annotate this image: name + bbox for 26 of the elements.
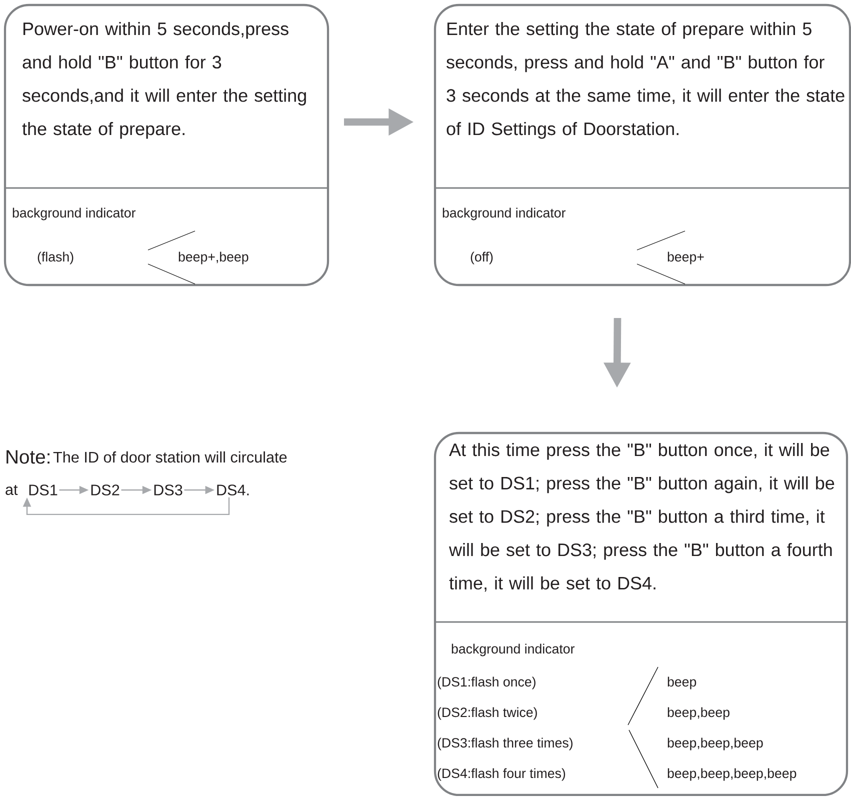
- note-label: Note:: [6, 450, 50, 464]
- instruction-text: Power-on within 5 seconds,press and hold "B" button for 3 seconds,and it will enter the setting the state of prepare.: [22, 22, 306, 139]
- instruction-text: At this time press the "B" button once, it will be set to DS1; press the "B" button again, it will be set to DS2; press the "B" button a third time, it will be set to DS3; press the "B" button a fourth time, it will be set to DS4.: [448, 443, 834, 592]
- indicator-state: (off): [470, 252, 493, 264]
- beep-pattern: beep+,beep: [178, 252, 248, 264]
- indicator-state: (DS2:flash twice): [438, 707, 537, 720]
- beep-pattern: beep: [668, 676, 696, 690]
- beep-pattern: beep,beep: [668, 707, 730, 720]
- instruction-text: Enter the setting the state of prepare within 5 seconds, press and hold "A" and "B" button for 3 seconds at the same time, it will enter the state of ID Settings of Doorstation.: [446, 22, 844, 139]
- station-id: DS3: [154, 484, 182, 496]
- beep-pattern: beep,beep,beep,beep: [668, 768, 796, 781]
- arrow: [22, 497, 230, 516]
- station-id: DS4.: [217, 484, 249, 496]
- beep-pattern: beep+: [668, 252, 704, 264]
- indicator-state: (DS1:flash once): [438, 676, 536, 690]
- indicator-state: (DS3:flash three times): [438, 738, 572, 750]
- note-text: at: [6, 484, 18, 496]
- indicator-heading: background indicator: [452, 644, 575, 656]
- indicator-state: (flash): [38, 252, 74, 264]
- station-id: DS1: [29, 484, 58, 496]
- beep-pattern: beep,beep,beep: [668, 738, 763, 750]
- indicator-state: (DS4:flash four times): [438, 768, 566, 781]
- indicator-heading: background indicator: [12, 208, 136, 220]
- indicator-heading: background indicator: [442, 208, 566, 220]
- station-id: DS2: [91, 484, 120, 496]
- note-text: The ID of door station will circulate: [53, 451, 287, 463]
